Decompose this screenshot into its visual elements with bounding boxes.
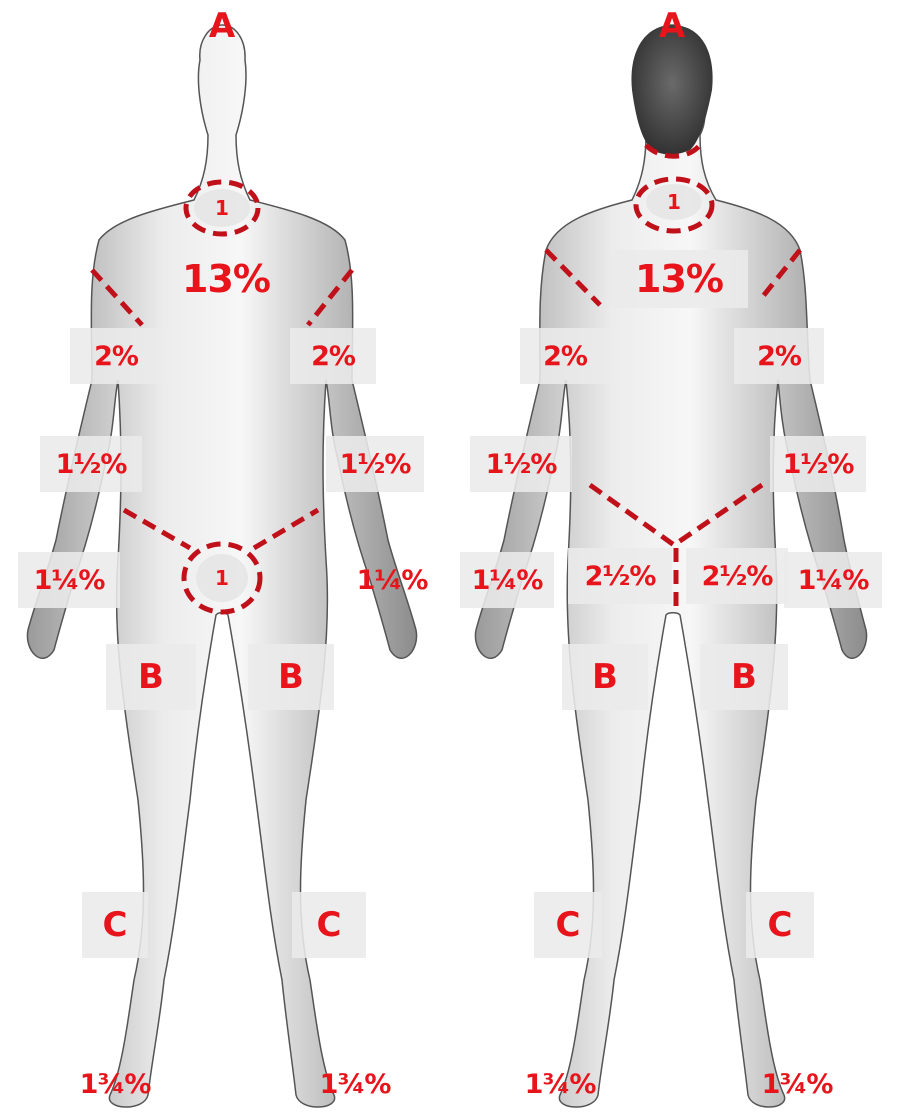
back-forearm-left-label: 1½% xyxy=(470,436,572,492)
front-leg-right-label: C xyxy=(292,892,366,958)
back-leg-left-label: C xyxy=(534,892,602,958)
back-hand-left-label: 1¼% xyxy=(460,552,554,608)
front-thigh-left-label: B xyxy=(106,644,196,710)
back-leg-right-label: C xyxy=(746,892,814,958)
front-genital-label: 1 xyxy=(208,564,236,592)
back-neck-label: 1 xyxy=(660,188,688,216)
back-trunk-label: 13% xyxy=(610,250,748,308)
front-hand-left-label: 1¼% xyxy=(18,552,120,608)
back-forearm-right-label: 1½% xyxy=(770,436,866,492)
front-trunk-label: 13% xyxy=(170,250,282,308)
front-neck-label: 1 xyxy=(208,194,236,222)
back-upper-arm-left-label: 2% xyxy=(520,328,610,384)
back-head-label: A xyxy=(648,5,696,47)
back-thigh-left-label: B xyxy=(562,644,648,710)
back-buttock-right-label: 2½% xyxy=(686,548,788,604)
front-forearm-left-label: 1½% xyxy=(40,436,142,492)
front-leg-left-label: C xyxy=(82,892,148,958)
front-head-label: A xyxy=(198,5,246,47)
back-thigh-right-label: B xyxy=(700,644,788,710)
back-buttock-left-label: 2½% xyxy=(568,548,672,604)
front-forearm-right-label: 1½% xyxy=(326,436,424,492)
front-hand-right-label: 1¼% xyxy=(340,552,444,608)
front-thigh-right-label: B xyxy=(248,644,334,710)
front-foot-right-label: 1¾% xyxy=(300,1058,410,1110)
back-hand-right-label: 1¼% xyxy=(784,552,882,608)
front-upper-arm-right-label: 2% xyxy=(290,328,376,384)
front-upper-arm-left-label: 2% xyxy=(70,328,162,384)
front-foot-left-label: 1¾% xyxy=(60,1058,170,1110)
back-foot-right-label: 1¾% xyxy=(742,1058,852,1110)
back-upper-arm-right-label: 2% xyxy=(734,328,824,384)
back-foot-left-label: 1¾% xyxy=(506,1058,614,1110)
